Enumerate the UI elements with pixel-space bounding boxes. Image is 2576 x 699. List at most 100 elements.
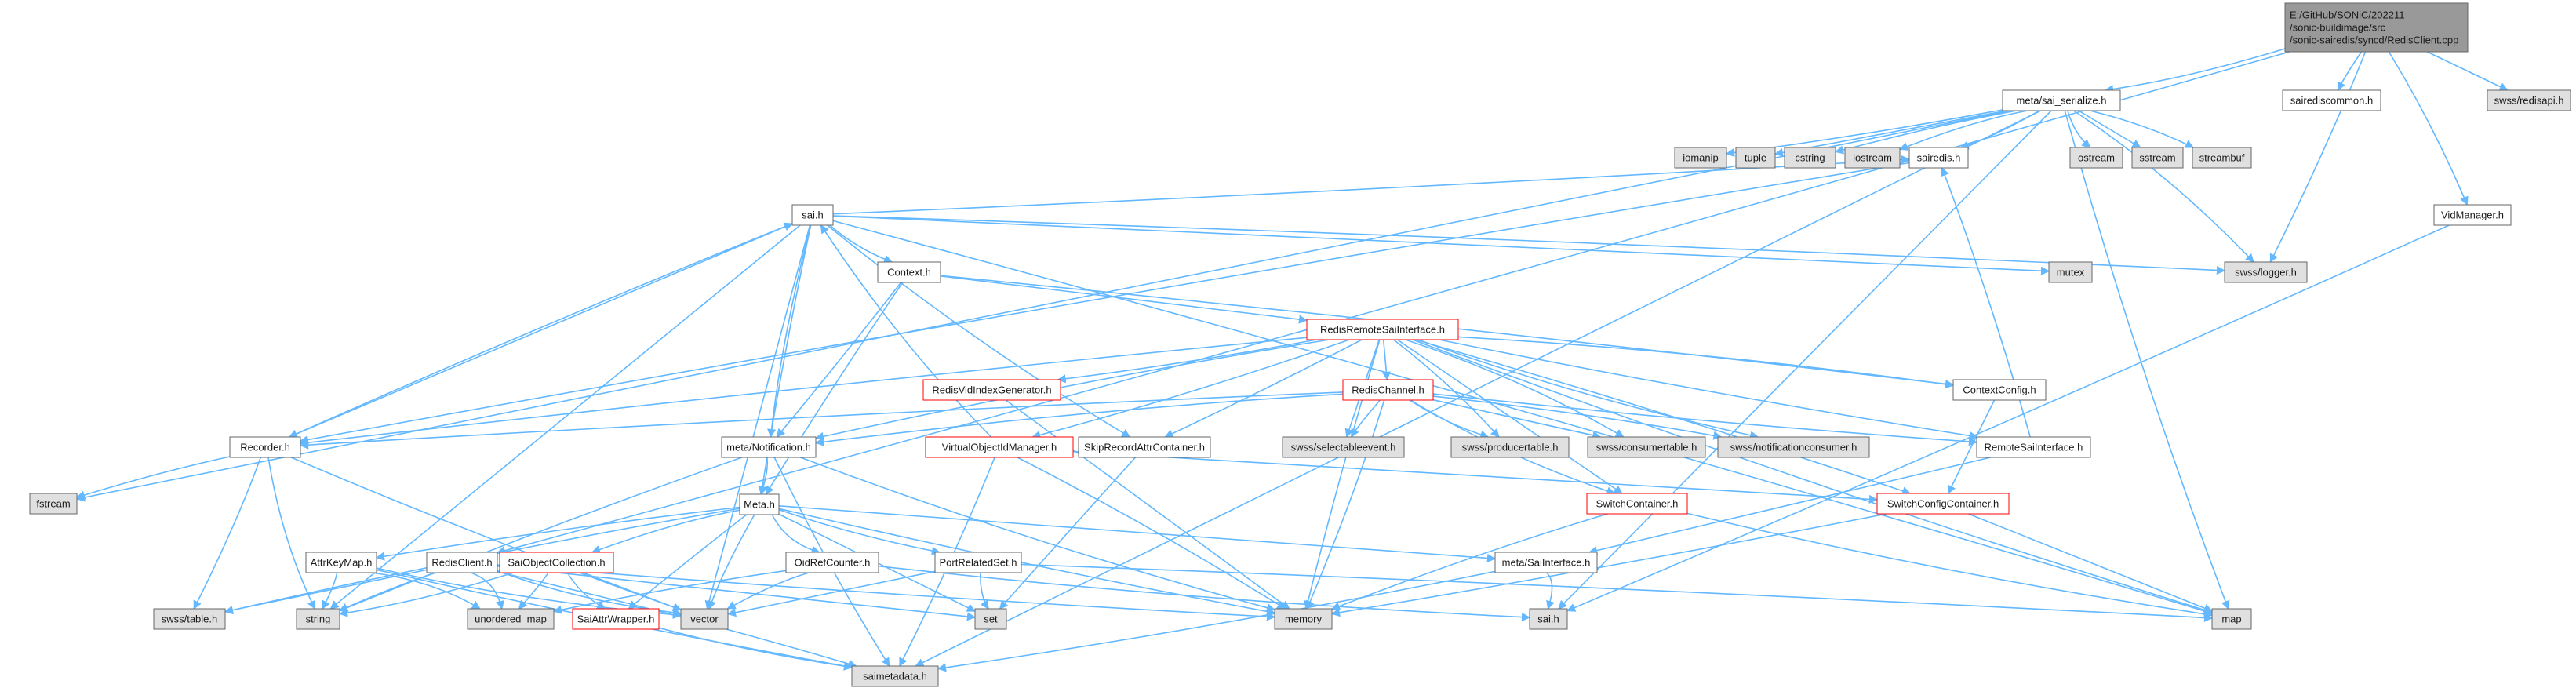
- node-iostream[interactable]: iostream: [1844, 147, 1901, 169]
- node-switchconfig[interactable]: SwitchConfigContainer.h: [1876, 493, 2010, 515]
- node-box-producer: [1450, 436, 1570, 458]
- edge-metasaiif-to-saimetadata: [937, 570, 1496, 672]
- node-redisremote[interactable]: RedisRemoteSaiInterface.h: [1306, 319, 1459, 340]
- node-notifconsumer[interactable]: swss/notificationconsumer.h: [1717, 436, 1870, 458]
- node-box-sai_h2: [1529, 608, 1568, 630]
- node-box-cstring: [1784, 147, 1836, 169]
- node-metanotif[interactable]: meta/Notification.h: [721, 436, 817, 458]
- node-switchcontainer[interactable]: SwitchContainer.h: [1586, 493, 1688, 515]
- node-streambuf[interactable]: streambuf: [2192, 147, 2252, 169]
- node-label-switchconfig: SwitchConfigContainer.h: [1887, 498, 1999, 510]
- node-box-selectable: [1282, 436, 1405, 458]
- node-label-contextconfig: ContextConfig.h: [1963, 384, 2036, 396]
- node-remotesai[interactable]: RemoteSaiInterface.h: [1976, 436, 2091, 458]
- node-attrkeymap[interactable]: AttrKeyMap.h: [305, 552, 377, 573]
- edge-redisremote-to-remotesai: [1439, 339, 1978, 440]
- node-saiobjcoll[interactable]: SaiObjectCollection.h: [499, 552, 614, 573]
- node-fstream[interactable]: fstream: [29, 493, 78, 515]
- edge-redisremote-to-consumer: [1405, 339, 1625, 438]
- node-box-map: [2211, 608, 2252, 630]
- node-cstring[interactable]: cstring: [1784, 147, 1836, 169]
- node-box-metanotif: [721, 436, 817, 458]
- node-box-saiobjcoll: [499, 552, 614, 573]
- node-label-meta: Meta.h: [744, 499, 775, 511]
- edge-redisclient-to-memory: [497, 564, 1276, 621]
- edge-layer: [75, 48, 2509, 672]
- edge-metanotif-to-memory: [800, 457, 1276, 613]
- node-iomanip[interactable]: iomanip: [1674, 147, 1727, 169]
- node-virtualoid[interactable]: VirtualObjectIdManager.h: [925, 436, 1074, 458]
- node-string[interactable]: string: [296, 608, 340, 630]
- node-sai_h[interactable]: sai.h: [791, 204, 834, 226]
- node-label-virtualoid: VirtualObjectIdManager.h: [942, 442, 1057, 453]
- node-root[interactable]: E:/GitHub/SONiC/202211/sonic-buildimage/…: [2284, 2, 2469, 53]
- node-box-sai_serialize: [2002, 89, 2121, 111]
- node-mutex[interactable]: mutex: [2048, 261, 2093, 283]
- edge-redisclient-to-saimetadata: [497, 571, 857, 668]
- edge-switchcontainer-to-map: [1686, 512, 2214, 619]
- node-label-iomanip: iomanip: [1683, 152, 1719, 164]
- node-label-root: /sonic-buildimage/src: [2290, 22, 2386, 34]
- node-redisclient[interactable]: RedisClient.h: [426, 552, 498, 573]
- edge-sai_serialize-to-iostream: [1898, 110, 2028, 151]
- node-label-map: map: [2221, 613, 2241, 625]
- edge-sai_serialize-to-sstream: [2078, 110, 2141, 148]
- node-metasaiif[interactable]: meta/SaiInterface.h: [1494, 552, 1598, 573]
- node-redisvidindex[interactable]: RedisVidIndexGenerator.h: [922, 379, 1061, 401]
- node-memory[interactable]: memory: [1274, 608, 1333, 630]
- edge-sai_serialize-to-sai_h2: [1558, 110, 2052, 610]
- node-unordered_map[interactable]: unordered_map: [467, 608, 555, 630]
- node-sstream[interactable]: sstream: [2131, 147, 2184, 169]
- node-label-metasaiif: meta/SaiInterface.h: [1502, 557, 1591, 569]
- node-recorder[interactable]: Recorder.h: [229, 436, 301, 458]
- node-label-string: string: [306, 613, 331, 625]
- node-label-metanotif: meta/Notification.h: [726, 442, 811, 453]
- node-redischannel[interactable]: RedisChannel.h: [1342, 379, 1434, 401]
- node-swss_redisapi[interactable]: swss/redisapi.h: [2487, 89, 2571, 111]
- node-box-meta: [739, 493, 780, 515]
- node-vector[interactable]: vector: [680, 608, 729, 630]
- node-sairediscommon[interactable]: sairediscommon.h: [2282, 89, 2381, 111]
- node-sairedis[interactable]: sairedis.h: [1908, 147, 1969, 169]
- node-box-switchcontainer: [1586, 493, 1688, 515]
- node-portrelated[interactable]: PortRelatedSet.h: [934, 552, 1022, 573]
- node-contextconfig[interactable]: ContextConfig.h: [1952, 379, 2047, 401]
- node-swss_logger[interactable]: swss/logger.h: [2224, 261, 2308, 283]
- node-sai_h2[interactable]: sai.h: [1529, 608, 1568, 630]
- edge-skiprecord-to-set: [999, 457, 1136, 610]
- node-vidmanager[interactable]: VidManager.h: [2433, 204, 2512, 226]
- node-box-swss_redisapi: [2487, 89, 2571, 111]
- node-context[interactable]: Context.h: [877, 261, 941, 283]
- node-map[interactable]: map: [2211, 608, 2252, 630]
- node-selectable[interactable]: swss/selectableevent.h: [1282, 436, 1405, 458]
- node-producer[interactable]: swss/producertable.h: [1450, 436, 1570, 458]
- node-saiattrwrapper[interactable]: SaiAttrWrapper.h: [572, 608, 660, 630]
- node-box-context: [877, 261, 941, 283]
- edge-metasaiif-to-sai_h2: [1545, 572, 1555, 610]
- edge-redischannel-to-consumer: [1432, 399, 1602, 440]
- node-meta[interactable]: Meta.h: [739, 493, 780, 515]
- node-swss_table[interactable]: swss/table.h: [153, 608, 226, 630]
- edge-saiobjcoll-to-string: [338, 572, 514, 617]
- node-box-virtualoid: [925, 436, 1074, 458]
- edge-virtualoid-to-memory: [1017, 457, 1286, 610]
- node-label-consumer: swss/consumertable.h: [1596, 442, 1697, 453]
- node-skiprecord[interactable]: SkipRecordAttrContainer.h: [1078, 436, 1211, 458]
- node-label-tuple: tuple: [1745, 152, 1766, 164]
- node-oidref[interactable]: OidRefCounter.h: [785, 552, 879, 573]
- node-box-swss_table: [153, 608, 226, 630]
- node-consumer[interactable]: swss/consumertable.h: [1587, 436, 1706, 458]
- node-box-tuple: [1735, 147, 1776, 169]
- edge-meta-to-portrelated: [778, 508, 941, 555]
- node-label-producer: swss/producertable.h: [1462, 442, 1559, 453]
- edge-saiobjcoll-to-vector: [583, 572, 682, 612]
- node-set[interactable]: set: [974, 608, 1007, 630]
- node-sai_serialize[interactable]: meta/sai_serialize.h: [2002, 89, 2121, 111]
- node-saimetadata[interactable]: saimetadata.h: [851, 665, 939, 687]
- node-ostream[interactable]: ostream: [2069, 147, 2123, 169]
- edge-sai_h-to-swss_logger: [832, 215, 2226, 275]
- node-tuple[interactable]: tuple: [1735, 147, 1776, 169]
- node-box-sai_h: [791, 204, 834, 226]
- edge-redisremote-to-producer: [1393, 339, 1500, 438]
